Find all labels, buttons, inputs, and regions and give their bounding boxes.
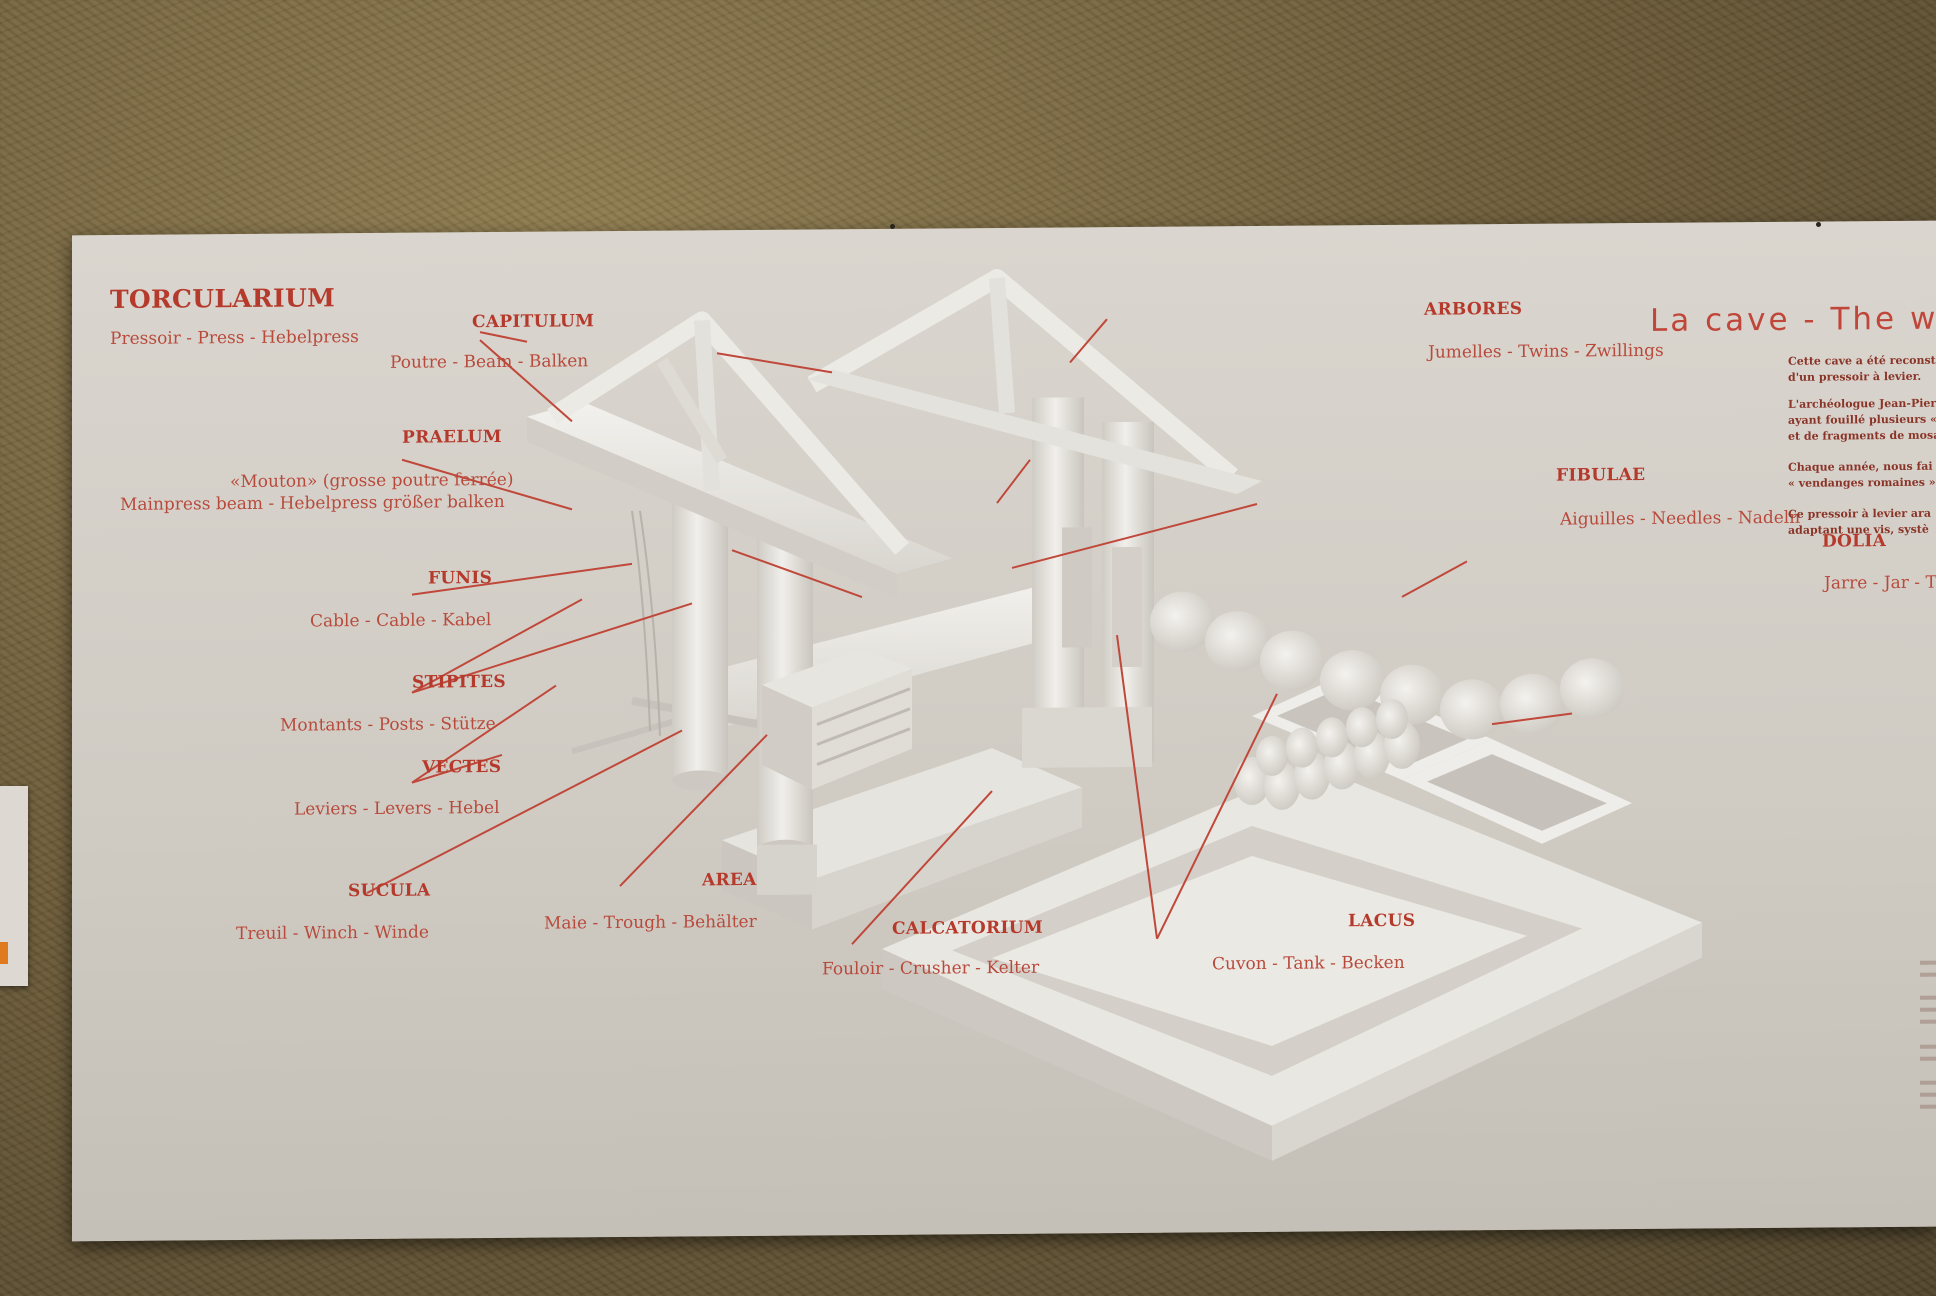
- label-stipites-translation: Montants - Posts - Stütze: [280, 713, 496, 736]
- side-text-line: Cette cave a été reconstit: [1788, 353, 1936, 368]
- label-calcatorium-translation: Fouloir - Crusher - Kelter: [822, 957, 1040, 980]
- adjacent-sign-edge: [0, 786, 28, 986]
- label-vectes: VECTES: [422, 756, 502, 778]
- leader-lines: [366, 318, 1573, 945]
- label-fibulae-translation: Aiguilles - Needles - Nadeln: [1560, 507, 1801, 530]
- label-capitulum: CAPITULUM: [472, 311, 595, 333]
- crate: [762, 649, 912, 790]
- small-print-line: [1920, 972, 1936, 977]
- side-text-line: « vendanges romaines »: [1788, 475, 1936, 490]
- label-stipites: STIPITES: [412, 671, 506, 693]
- small-print-line: [1920, 1019, 1936, 1024]
- mounting-screw: [890, 224, 895, 229]
- label-praelum: PRAELUM: [402, 426, 502, 448]
- small-print-line: [1920, 960, 1936, 965]
- side-text-line: L'archéologue Jean-Pierre: [1788, 396, 1936, 411]
- section-heading: La cave - The wi: [1650, 300, 1936, 339]
- small-print-line: [1920, 995, 1936, 1000]
- calcatorium-basin: [882, 765, 1702, 1161]
- small-print-line: [1920, 1056, 1936, 1061]
- label-sucula-translation: Treuil - Winch - Winde: [236, 922, 429, 945]
- small-print-line: [1920, 1007, 1936, 1012]
- side-text-line: et de fragments de mosa: [1788, 428, 1936, 443]
- side-text-line: Chaque année, nous fai: [1788, 459, 1933, 474]
- label-capitulum-translation: Poutre - Beam - Balken: [390, 351, 589, 373]
- label-lacus: LACUS: [1348, 910, 1416, 932]
- funis-cable: [631, 510, 651, 731]
- label-funis-translation: Cable - Cable - Kabel: [310, 610, 492, 632]
- label-area-translation: Maie - Trough - Behälter: [544, 911, 757, 934]
- label-arbores: ARBORES: [1424, 298, 1523, 320]
- label-area: AREA: [702, 869, 757, 891]
- press-illustration: [366, 269, 1702, 1161]
- label-sucula: SUCULA: [348, 880, 431, 902]
- side-text-line: adaptant une vis, systè: [1788, 522, 1929, 537]
- capitulum-truss-front: [547, 311, 909, 555]
- label-fibulae: FIBULAE: [1556, 464, 1646, 486]
- side-text-line: ayant fouillé plusieurs «i: [1788, 412, 1936, 427]
- side-text-line: Ce pressoir à levier ara: [1788, 506, 1931, 521]
- side-text-line: d'un pressoir à levier.: [1788, 369, 1922, 384]
- small-print-line: [1920, 1080, 1936, 1085]
- label-dolia-translation: Jarre - Jar - To: [1824, 572, 1936, 594]
- panel-title: TORCULARIUM: [110, 283, 336, 315]
- arbores-posts: [1022, 397, 1154, 768]
- label-vectes-translation: Leviers - Levers - Hebel: [294, 797, 500, 820]
- panel-subtitle: Pressoir - Press - Hebelpress: [110, 327, 359, 350]
- mounting-screw: [1816, 222, 1821, 227]
- praelum-beam: [527, 401, 952, 599]
- label-calcatorium: CALCATORIUM: [892, 917, 1043, 939]
- label-funis: FUNIS: [428, 568, 493, 589]
- amphorae-cluster: [1234, 698, 1420, 810]
- information-panel: TORCULARIUM Pressoir - Press - Hebelpres…: [72, 220, 1936, 1242]
- label-praelum-translation: «Mouton» (grosse poutre ferrée): [230, 469, 514, 493]
- label-praelum-translation-2: Mainpress beam - Hebelpress größer balke…: [120, 491, 505, 515]
- small-print-line: [1920, 1044, 1936, 1049]
- label-arbores-translation: Jumelles - Twins - Zwillings: [1428, 340, 1664, 363]
- label-lacus-translation: Cuvon - Tank - Becken: [1212, 952, 1405, 975]
- small-print-line: [1920, 1092, 1936, 1097]
- orange-marker: [0, 942, 8, 964]
- small-print-line: [1920, 1104, 1936, 1109]
- capitulum-truss-rear: [807, 269, 1262, 495]
